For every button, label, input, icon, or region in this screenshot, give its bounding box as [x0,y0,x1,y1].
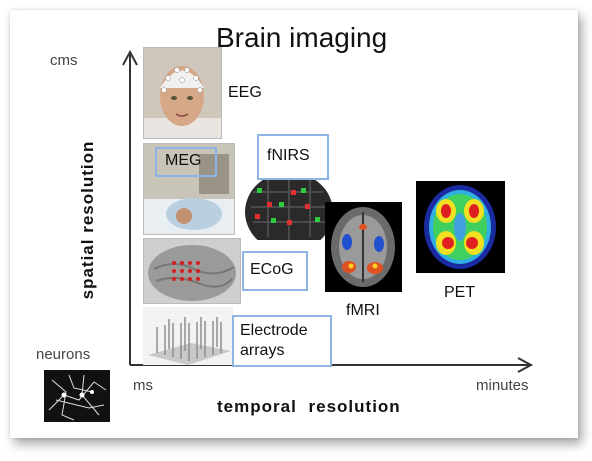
x-axis-title: temporal resolution [217,397,401,416]
ecog-label: ECoG [250,261,294,278]
pet-photo [416,181,505,273]
meg-photo [143,143,235,235]
y-axis-top-label: cms [50,52,78,69]
meg-label: MEG [165,152,202,169]
electrode-array-photo [143,307,233,365]
fmri-label: fMRI [346,302,380,319]
y-axis-bottom-label: neurons [36,346,91,363]
y-axis-arrow [122,49,138,66]
eeg-label: EEG [228,84,262,101]
fnirs-label: fNIRS [267,147,310,164]
slide: Brain imaging cms neurons ms minutes spa… [10,10,578,438]
x-axis-right-label: minutes [476,377,529,394]
eeg-photo [143,47,222,139]
electrode-array-label: Electrode arrays [240,322,308,359]
y-axis-title: spatial resolution [78,140,97,300]
meg-label-box: MEG [155,147,217,177]
x-axis-left-label: ms [133,377,153,394]
ecog-label-box: ECoG [242,251,308,291]
electrode-array-label-box: Electrode arrays [232,315,332,367]
slide-title: Brain imaging [216,22,388,53]
pet-label: PET [444,284,476,301]
neurons-image [44,370,110,422]
fnirs-label-box: fNIRS [257,134,329,180]
fmri-photo [325,202,402,292]
ecog-photo [143,238,241,304]
x-axis-arrow [517,357,534,373]
